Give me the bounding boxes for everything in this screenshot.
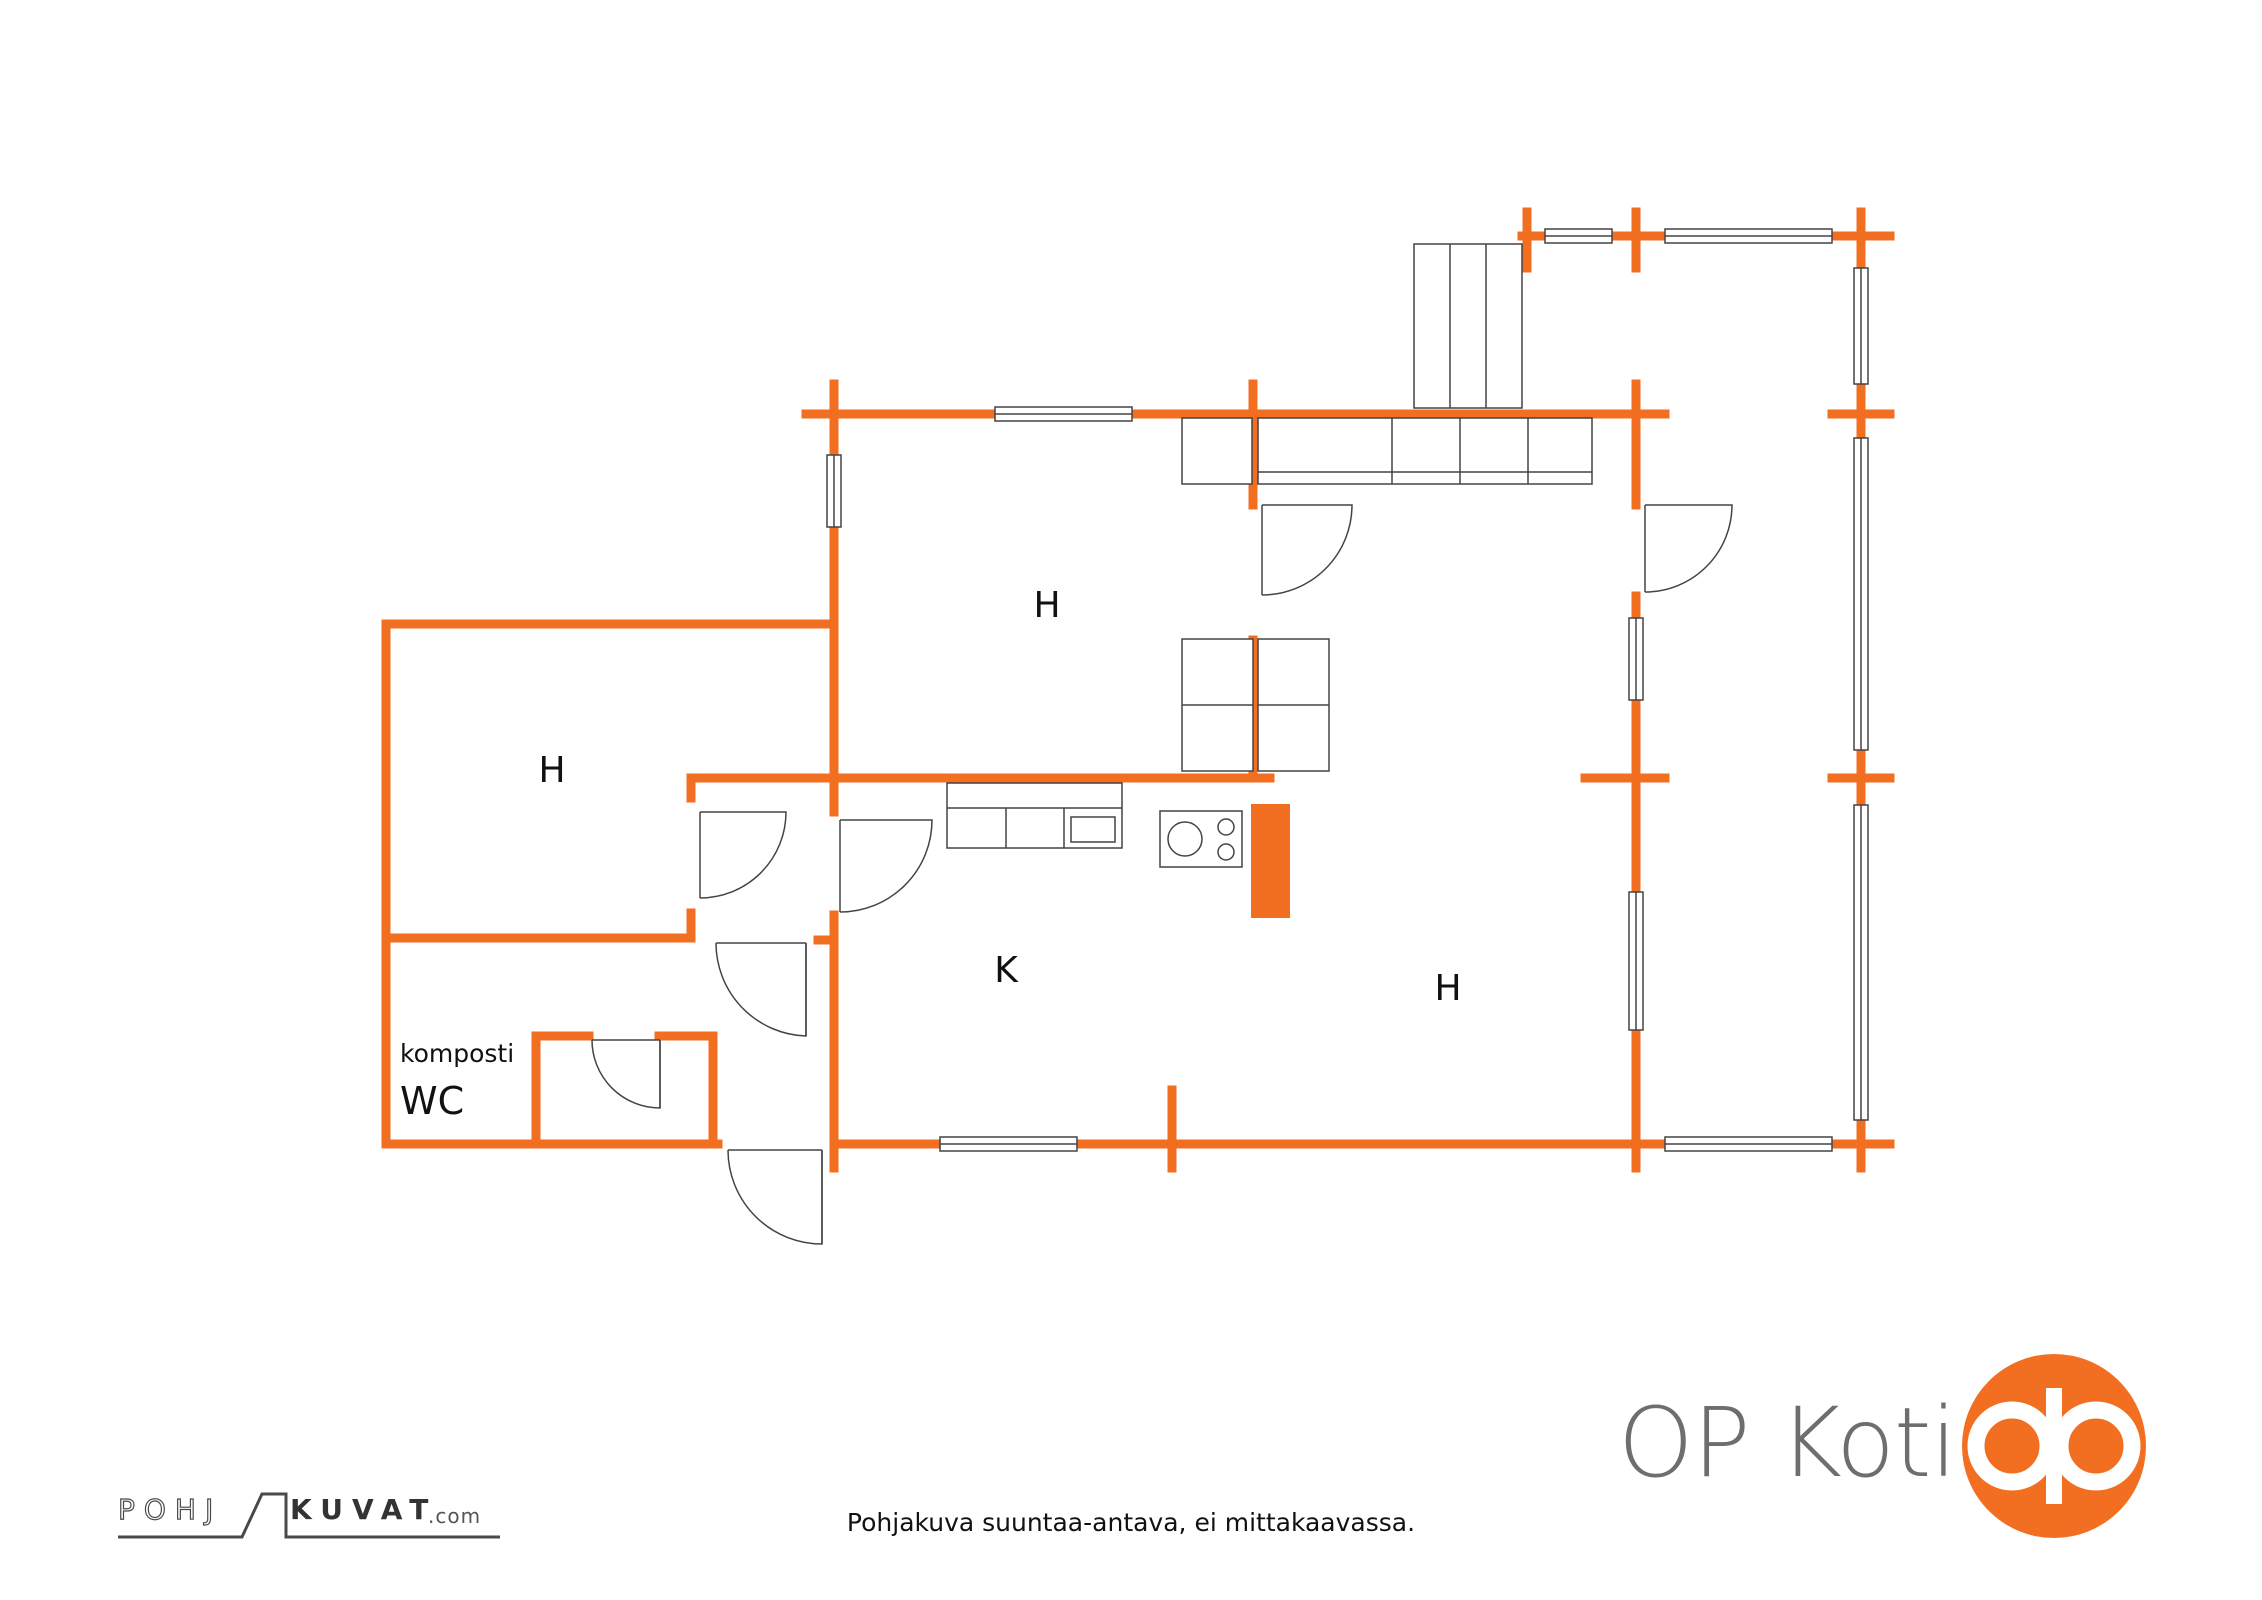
- brand-name: OP Koti: [1618, 1387, 1957, 1499]
- windows: [826, 228, 1869, 1152]
- credit-part2: KUVAT: [290, 1493, 438, 1526]
- op-logo-icon: [1962, 1354, 2146, 1538]
- doors: [591, 504, 1733, 1245]
- room-label-komposti: komposti: [400, 1039, 514, 1068]
- credit-logo: POHJ KUVAT .com: [117, 1493, 504, 1540]
- credit-part3: .com: [428, 1504, 482, 1528]
- kitchen-fixtures: [946, 417, 1593, 868]
- walls: [381, 207, 1895, 1173]
- room-label-h-left: H: [538, 750, 565, 791]
- stairs: [1413, 243, 1523, 409]
- credit-part1: POHJ: [117, 1493, 223, 1526]
- fireplace: [1251, 804, 1290, 918]
- room-label-k: K: [994, 950, 1019, 991]
- credit-underline: [118, 1492, 500, 1539]
- room-label-h-right: H: [1434, 968, 1461, 1009]
- disclaimer-text: Pohjakuva suuntaa-antava, ei mittakaavas…: [846, 1508, 1416, 1537]
- room-label-h-top: H: [1033, 585, 1060, 626]
- room-label-wc: WC: [400, 1079, 464, 1123]
